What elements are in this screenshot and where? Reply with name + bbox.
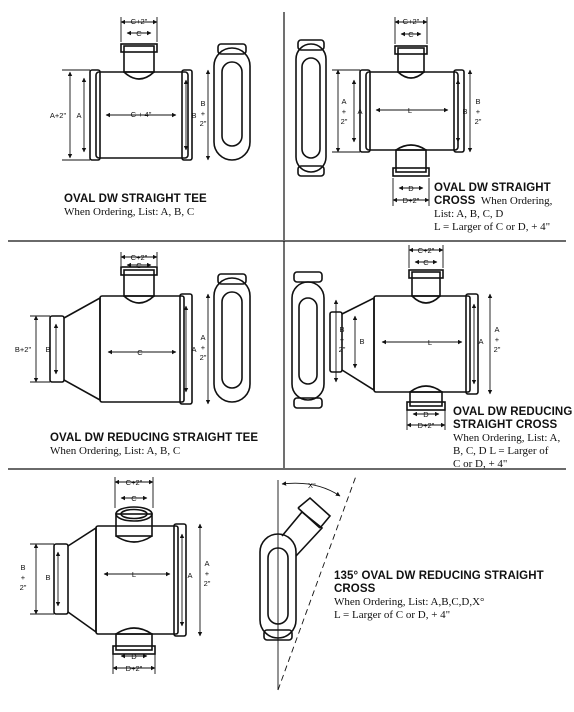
panel-dividers (8, 12, 566, 470)
reducing-cross-135-dim-labels: C+2" C B + 2" B L A A + 2" D D+2" X° (20, 478, 316, 673)
dim-label: D (423, 410, 429, 419)
reducing-tee-dim-labels: C+2" C B+2" B C A A + 2" (15, 253, 207, 362)
dim-label: C+2" (131, 253, 148, 262)
dim-label: C + 4" (131, 110, 152, 119)
straight-cross-dims (332, 17, 473, 206)
straight-tee-dim-labels: C+2" C A+2" A C + 4" B B + 2" (50, 17, 207, 128)
caption-title-2: STRAIGHT CROSS (453, 419, 558, 431)
caption-line: L = Larger of C or D, + 4" (434, 221, 551, 233)
dim-label: 2" (339, 345, 346, 354)
dim-label: B (20, 563, 25, 572)
dim-label: L (408, 106, 412, 115)
dim-label: + (205, 569, 210, 578)
caption-reducing-cross-135: 135° OVAL DW REDUCING STRAIGHT CROSS Whe… (334, 570, 574, 622)
caption-line: When Ordering, List: A, B, C (50, 445, 181, 457)
straight-tee-drawing (89, 43, 251, 161)
dim-label: B (339, 325, 344, 334)
dim-label: B (191, 111, 196, 120)
caption-line: When Ordering, List: A, (453, 432, 561, 444)
dim-label: A (200, 333, 205, 342)
caption-title-suffix: When Ordering, (480, 195, 553, 207)
dim-label: C (136, 29, 142, 38)
dim-label: L (428, 338, 432, 347)
dim-label: C+2" (403, 17, 420, 26)
caption-title: OVAL DW REDUCING (453, 406, 573, 418)
dim-label: D+2" (418, 421, 435, 430)
dim-label: A (76, 111, 81, 120)
dim-label: C (137, 348, 143, 357)
dim-label: B+2" (15, 345, 32, 354)
dim-label: A (187, 571, 192, 580)
caption-line: When Ordering, List: A,B,C,D,X° (334, 596, 485, 608)
caption-title: OVAL DW STRAIGHT TEE (64, 193, 207, 205)
dim-label: A+2" (50, 111, 67, 120)
dim-label: B (359, 337, 364, 346)
reducing-cross-drawing (291, 269, 479, 411)
reducing-cross-135-dims (30, 475, 357, 691)
dim-label: + (342, 107, 347, 116)
dim-label: + (21, 573, 26, 582)
reducing-tee-drawing (49, 266, 251, 405)
caption-straight-cross: OVAL DW STRAIGHT CROSS When Ordering, Li… (434, 182, 552, 234)
dim-label: A (494, 325, 499, 334)
dim-label: + (340, 335, 345, 344)
dim-label: A (341, 97, 346, 106)
dim-label: 2" (341, 117, 348, 126)
dim-label: L (132, 570, 136, 579)
dim-label: 2" (475, 117, 482, 126)
reducing-cross-dim-labels: C+2" C B + 2" B L A A + 2" D D+2" (339, 246, 501, 430)
dim-label: 2" (204, 579, 211, 588)
straight-cross-drawing (295, 39, 465, 177)
caption-line: C or D, + 4" (453, 458, 508, 470)
dim-label: C (131, 494, 137, 503)
dim-label: C (408, 30, 414, 39)
dim-label: D+2" (403, 196, 420, 205)
dim-label: D (408, 184, 414, 193)
straight-cross-dim-labels: C+2" C A + 2" A L B B + 2" D D+2" (341, 17, 482, 205)
dim-label: 2" (200, 119, 207, 128)
caption-title-2: CROSS (434, 195, 476, 207)
dim-label: A (478, 337, 483, 346)
dim-label: B (475, 97, 480, 106)
dim-label: + (201, 343, 206, 352)
caption-reducing-tee: OVAL DW REDUCING STRAIGHT TEE When Order… (50, 432, 258, 458)
dim-label: + (476, 107, 481, 116)
dim-label: B (462, 107, 467, 116)
dim-label: C+2" (418, 246, 435, 255)
dim-label: B (200, 99, 205, 108)
dim-label: 2" (20, 583, 27, 592)
dim-label: 2" (494, 345, 501, 354)
dim-label: D+2" (126, 664, 143, 673)
reducing-cross-dims (333, 245, 493, 430)
dim-label: A (357, 107, 362, 116)
caption-straight-tee: OVAL DW STRAIGHT TEE When Ordering, List… (64, 193, 207, 219)
caption-title: OVAL DW REDUCING STRAIGHT TEE (50, 432, 259, 444)
caption-line: L = Larger of C or D, + 4" (334, 609, 451, 621)
straight-tee-dims (62, 17, 211, 161)
caption-line: B, C, D L = Larger of (453, 445, 549, 457)
caption-line: List: A, B, C, D (434, 208, 504, 220)
dim-label: C+2" (126, 478, 143, 487)
dim-label: 2" (200, 353, 207, 362)
dim-label: B (45, 573, 50, 582)
caption-line: When Ordering, List: A, B, C (64, 206, 195, 218)
reducing-tee-dims (30, 252, 211, 405)
angle-label: X° (308, 481, 316, 490)
dim-label: A (191, 345, 196, 354)
dim-label: D (131, 652, 137, 661)
dim-label: B (45, 345, 50, 354)
caption-title: OVAL DW STRAIGHT (434, 182, 551, 194)
caption-reducing-cross: OVAL DW REDUCING STRAIGHT CROSS When Ord… (453, 406, 572, 471)
dim-label: C (423, 258, 429, 267)
dim-label: + (201, 109, 206, 118)
dim-label: C+2" (131, 17, 148, 26)
dim-label: A (204, 559, 209, 568)
caption-title: 135° OVAL DW REDUCING STRAIGHT CROSS (334, 570, 544, 595)
dim-label: C (136, 261, 142, 270)
dim-label: + (495, 335, 500, 344)
